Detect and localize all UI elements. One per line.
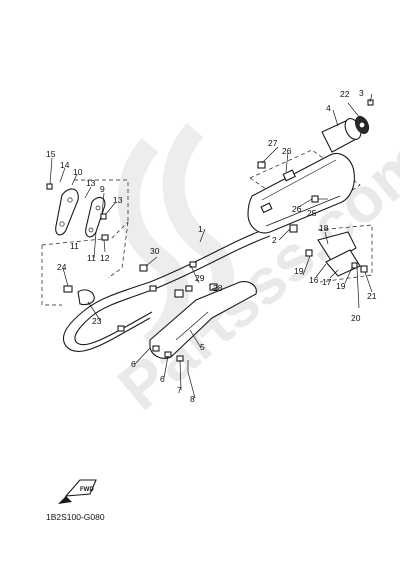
callout-10: 10: [73, 167, 83, 177]
callout-28: 28: [213, 283, 223, 293]
callout-26b: 26: [292, 204, 302, 214]
callout-9: 9: [100, 184, 105, 194]
callout-29: 29: [195, 273, 205, 283]
callout-1: 1: [198, 224, 203, 234]
callout-7: 7: [177, 385, 182, 395]
callout-22: 22: [340, 89, 350, 99]
callout-30: 30: [150, 246, 160, 256]
callout-27: 27: [268, 138, 278, 148]
callout-8: 8: [190, 394, 195, 404]
callout-23: 23: [92, 316, 102, 326]
callout-20: 20: [351, 313, 361, 323]
watermark-text: Partsss.com: [105, 124, 400, 424]
callout-4: 4: [326, 103, 331, 113]
callout-26a: 26: [282, 146, 292, 156]
front-direction-icon: FWD: [58, 479, 97, 504]
callout-24: 24: [57, 262, 67, 272]
callout-25: 25: [307, 208, 317, 218]
callout-19a: 19: [294, 266, 304, 276]
callout-11b: 11: [87, 253, 96, 263]
callout-21: 21: [367, 291, 377, 301]
front-icon-label: FWD: [80, 487, 94, 493]
flange-assembly: [46, 183, 109, 306]
callout-11a: 11: [70, 241, 79, 251]
exhaust-pipe: [62, 227, 271, 352]
callout-2: 2: [272, 235, 277, 245]
watermark: Partsss.com: [105, 124, 400, 424]
callout-14: 14: [60, 160, 70, 170]
callout-16: 16: [309, 275, 319, 285]
callout-12: 12: [100, 253, 110, 263]
callout-17: 17: [322, 277, 332, 287]
callout-6a: 6: [131, 359, 136, 369]
callout-labels: 1 2 3 4 5 6 6 7 8 9 10 11 11 12 13 13 14…: [46, 88, 377, 404]
callout-5: 5: [200, 342, 205, 352]
diagram-code: 1B2S100-G080: [46, 512, 105, 522]
callout-13b: 13: [113, 195, 123, 205]
callout-13a: 13: [86, 178, 96, 188]
leader-lines: [49, 93, 373, 399]
muffler: [247, 116, 370, 234]
callout-6b: 6: [160, 374, 165, 384]
muffler-bracket: [149, 281, 257, 372]
callout-19b: 19: [336, 281, 346, 291]
callout-18: 18: [319, 223, 329, 233]
callout-3: 3: [359, 88, 364, 98]
callout-15: 15: [46, 149, 56, 159]
